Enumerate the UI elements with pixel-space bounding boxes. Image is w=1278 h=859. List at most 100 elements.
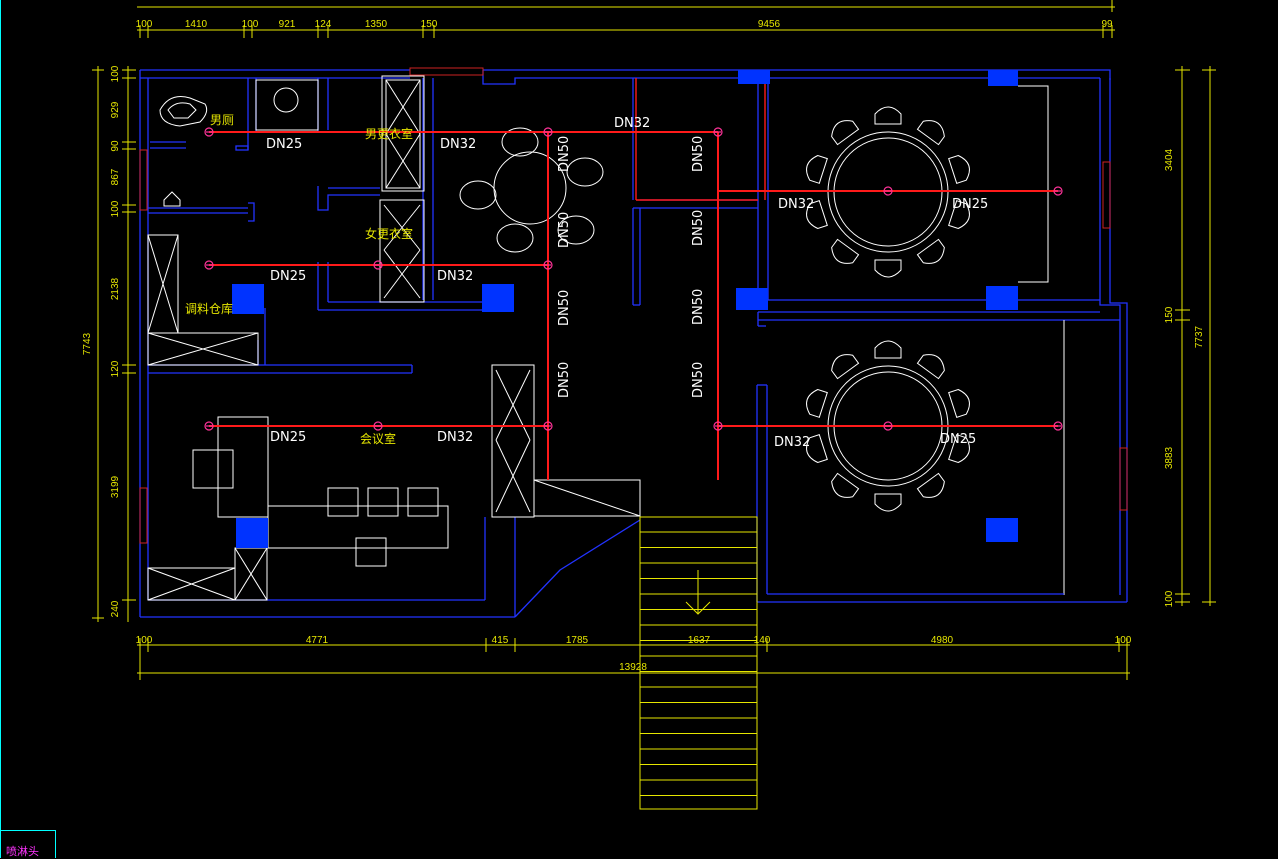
dim-right-1: 150	[1164, 306, 1175, 323]
sprinkler-head-icon	[204, 260, 214, 270]
chair-icon	[874, 106, 902, 125]
chair-icon	[874, 340, 902, 359]
room-labels: 男厕 男更衣室 女更衣室 调料仓库 会议室	[185, 113, 413, 446]
pipe-label: DN50	[557, 136, 572, 172]
chair-icon	[916, 238, 945, 264]
urinal-icon	[159, 96, 208, 127]
pipe-label: DN50	[557, 212, 572, 248]
room-meeting: 会议室	[360, 431, 396, 446]
pipe-label: DN32	[437, 269, 473, 284]
pipe-label: DN25	[270, 269, 306, 284]
dimension-labels: 100 1410 100 921 124 1350 150 9456 99 10…	[82, 19, 1205, 673]
dim-bottom-6: 4980	[931, 635, 954, 646]
room-womens-locker: 女更衣室	[365, 226, 413, 241]
pipe-label: DN32	[614, 116, 650, 131]
room-storage: 调料仓库	[185, 301, 233, 316]
sprinkler-head-icon	[373, 260, 383, 270]
chair-icon	[806, 434, 828, 464]
dim-top-3: 921	[279, 19, 296, 30]
sprinkler-head-icon	[543, 421, 553, 431]
pipe-label: DN50	[557, 290, 572, 326]
chair-icon	[948, 434, 970, 464]
windows	[139, 67, 1128, 544]
chair-icon	[831, 238, 860, 264]
sprinkler-head-icon	[883, 186, 893, 196]
dim-top-6: 150	[421, 19, 438, 30]
toilet-icon	[163, 191, 181, 207]
pipe-label: DN25	[266, 137, 302, 152]
chair-icon	[806, 154, 828, 184]
dim-top-0: 100	[136, 19, 153, 30]
sprinkler-head-icon	[1053, 421, 1063, 431]
room-mens-locker: 男更衣室	[365, 126, 413, 141]
structural-columns	[232, 70, 1018, 548]
dim-total-left: 7743	[82, 332, 93, 355]
pipe-label: DN50	[691, 210, 706, 246]
dim-total-bottom: 13928	[619, 662, 647, 673]
dim-total-right: 7737	[1194, 325, 1205, 348]
furniture	[147, 75, 970, 601]
dim-bottom-5: 140	[754, 635, 771, 646]
sprinkler-head-icon	[713, 421, 723, 431]
chair-icon	[806, 200, 828, 230]
walls	[139, 69, 1128, 618]
dim-top-7: 9456	[758, 19, 781, 30]
dim-left-8: 240	[110, 600, 121, 617]
staircase	[639, 516, 758, 810]
pipe-label: DN32	[437, 430, 473, 445]
dim-top-4: 124	[315, 19, 332, 30]
chair-icon	[916, 354, 945, 380]
dimension-lines	[92, 0, 1216, 680]
dim-top-1: 1410	[185, 19, 208, 30]
dim-bottom-1: 4771	[306, 635, 329, 646]
sprinkler-head-icon	[543, 127, 553, 137]
sprinkler-head-icon	[204, 421, 214, 431]
chair-icon	[874, 259, 902, 278]
dim-left-3: 867	[110, 168, 121, 185]
dim-bottom-2: 415	[492, 635, 509, 646]
dim-top-8: 99	[1101, 19, 1113, 30]
room-mens-toilet: 男厕	[210, 113, 234, 127]
chair-icon	[831, 354, 860, 380]
pipe-label: DN32	[774, 435, 810, 450]
dim-left-4: 100	[110, 200, 121, 217]
dim-left-7: 3199	[110, 475, 121, 498]
dim-top-5: 1350	[365, 19, 388, 30]
sprinkler-head-icon	[883, 421, 893, 431]
chair-icon	[831, 472, 860, 498]
dim-left-6: 120	[110, 360, 121, 377]
dim-bottom-0: 100	[136, 635, 153, 646]
dim-right-2: 3883	[1164, 446, 1175, 469]
chair-icon	[806, 388, 828, 418]
pipe-label: DN50	[691, 136, 706, 172]
chair-icon	[916, 120, 945, 146]
sprinkler-head-icon	[543, 260, 553, 270]
dim-left-2: 90	[110, 140, 121, 152]
dim-bottom-7: 100	[1115, 635, 1132, 646]
pipe-label: DN32	[778, 197, 814, 212]
sprinkler-head-icon	[204, 127, 214, 137]
chair-icon	[948, 200, 970, 230]
sprinkler-heads	[204, 127, 1063, 431]
pipe-label: DN32	[440, 137, 476, 152]
chair-icon	[916, 472, 945, 498]
pipe-label: DN25	[270, 430, 306, 445]
sprinkler-head-icon	[713, 127, 723, 137]
dim-left-5: 2138	[110, 277, 121, 300]
washbasin-icon	[273, 87, 299, 113]
chair-icon	[948, 388, 970, 418]
layer-tag[interactable]: 喷淋头	[0, 830, 56, 858]
sprinkler-head-icon	[373, 421, 383, 431]
sprinkler-head-icon	[1053, 186, 1063, 196]
dim-top-2: 100	[242, 19, 259, 30]
chair-icon	[874, 493, 902, 512]
dim-bottom-3: 1785	[566, 635, 589, 646]
pipe-label: DN50	[691, 362, 706, 398]
pipe-label: DN50	[691, 289, 706, 325]
pipe-labels: DN25 DN32 DN32 DN32 DN25 DN25 DN32 DN25 …	[266, 116, 988, 450]
chair-icon	[831, 120, 860, 146]
chair-icon	[948, 154, 970, 184]
dim-left-1: 929	[110, 101, 121, 118]
pipe-label: DN25	[940, 432, 976, 447]
